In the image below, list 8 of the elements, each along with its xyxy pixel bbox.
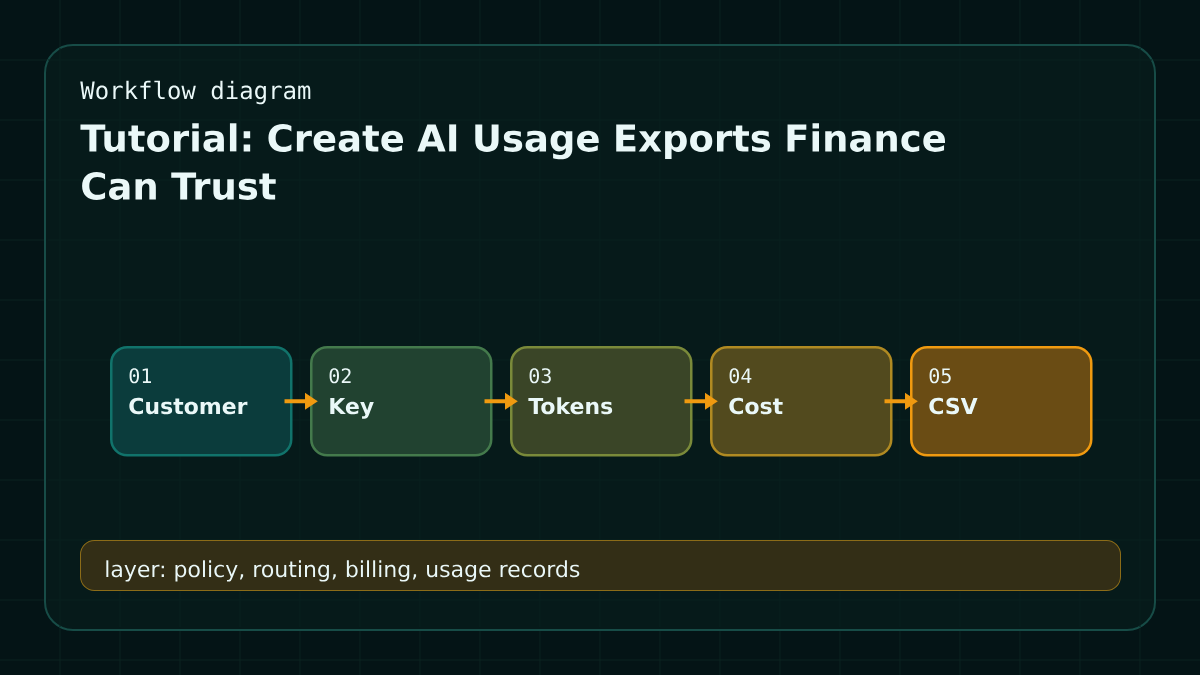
step-box: 01 Customer [110, 346, 293, 457]
title: Tutorial: Create AI Usage Exports Finance Can Trust [80, 123, 945, 200]
layer-band: layer: policy, routing, billing, usage records [80, 540, 1121, 591]
step-box: 04 Cost [710, 346, 893, 457]
step-box: 02 Key [310, 346, 493, 457]
step-box: 05 CSV [910, 346, 1093, 457]
step-box: 03 Tokens [510, 346, 693, 457]
subtitle: Workflow diagram [80, 80, 311, 105]
